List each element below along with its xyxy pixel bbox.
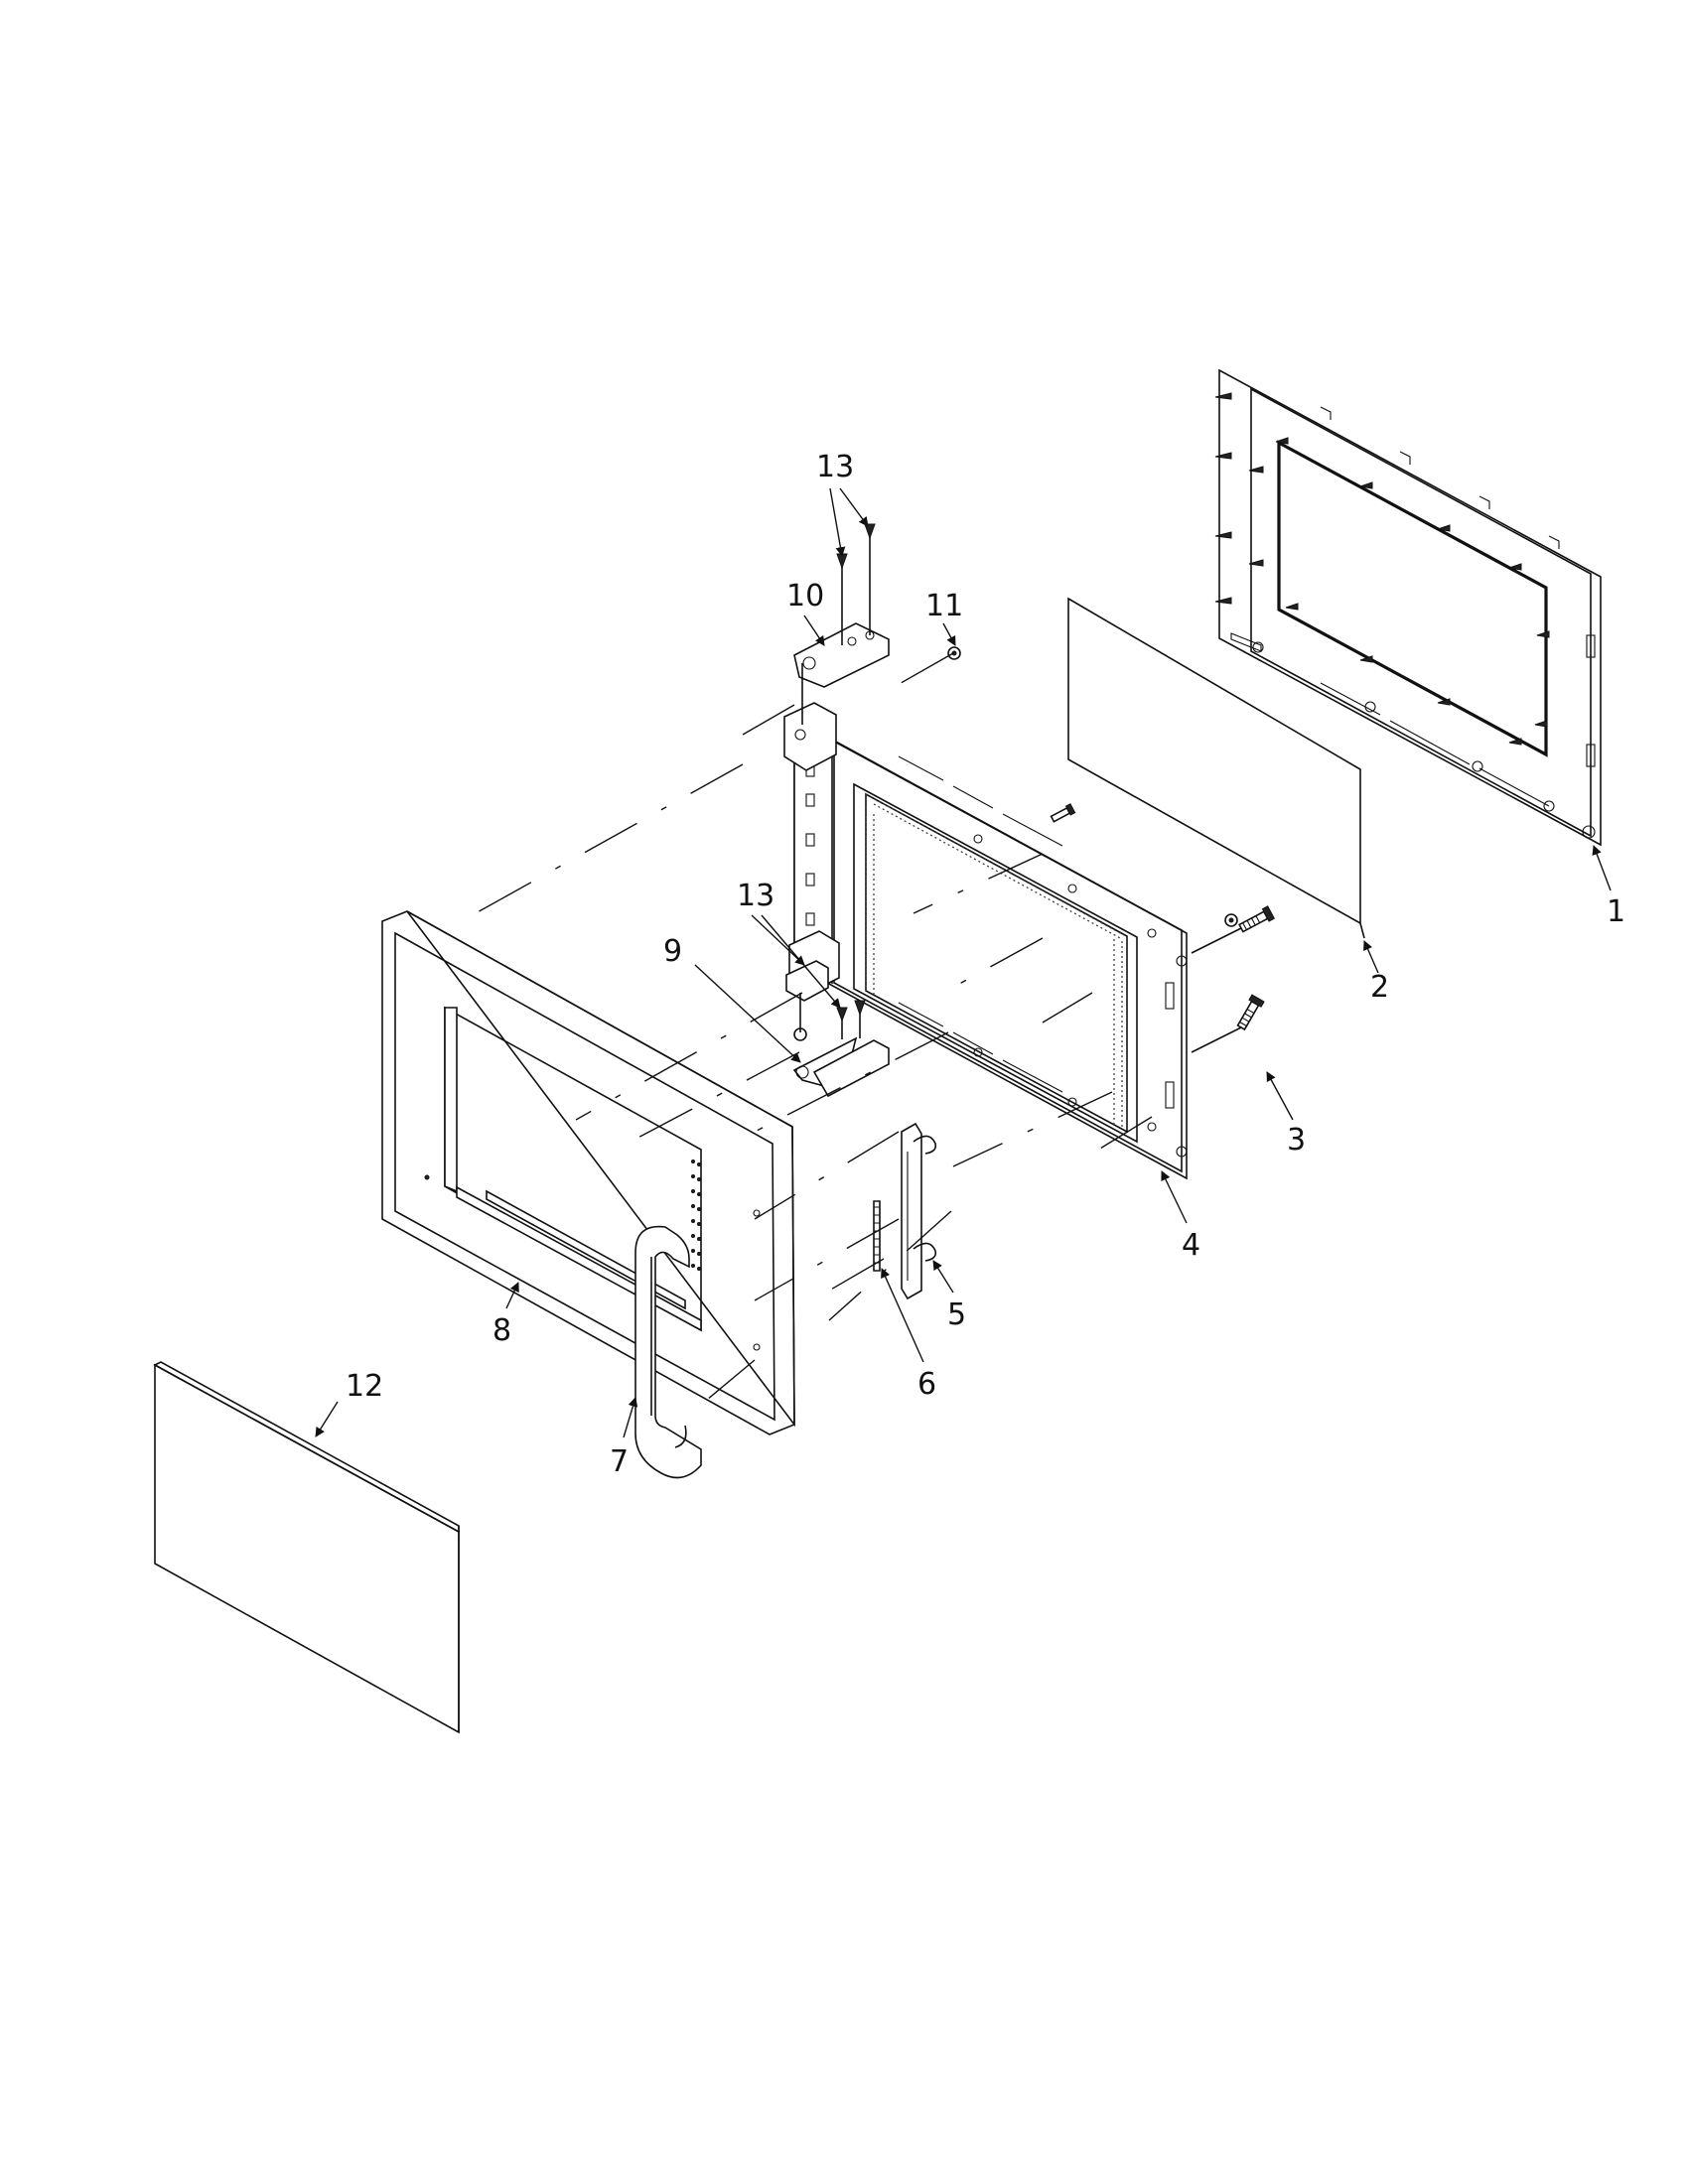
part-4-door-frame [783, 702, 1188, 1180]
alignment-lines [466, 606, 1365, 1411]
callout-2: 2 [1370, 970, 1389, 1005]
callout-9: 9 [663, 934, 682, 969]
callout-labels: 1 2 3 4 5 6 7 8 9 10 11 12 13 13 [346, 450, 1625, 1479]
part-9-lower-hinge [785, 960, 890, 1098]
part-8-outer-door [381, 910, 795, 1435]
part-11-washer [947, 646, 961, 660]
part-3-screws [1050, 803, 1275, 1031]
callout-1: 1 [1607, 894, 1625, 929]
callout-10: 10 [786, 579, 824, 614]
callout-13-lower: 13 [737, 879, 774, 913]
part-13-upper-screws [836, 523, 876, 610]
leader-lines [315, 487, 1612, 1438]
callout-4: 4 [1182, 1228, 1200, 1263]
part-5-latch [901, 1122, 937, 1300]
callout-6: 6 [917, 1367, 936, 1402]
callout-8: 8 [492, 1313, 511, 1348]
part-1-inner-panel [1214, 368, 1602, 847]
callout-7: 7 [610, 1444, 629, 1479]
part-7-handle [634, 1225, 702, 1479]
callout-3: 3 [1287, 1123, 1306, 1158]
callout-12: 12 [346, 1369, 383, 1404]
callout-11: 11 [925, 589, 963, 623]
part-6-spring [873, 1200, 881, 1272]
part-13-lower-screws [836, 1000, 866, 1039]
callout-13-upper: 13 [816, 450, 854, 484]
callout-5: 5 [947, 1297, 966, 1332]
part-10-upper-hinge [793, 622, 890, 688]
part-12-front-glass [153, 1361, 460, 1734]
